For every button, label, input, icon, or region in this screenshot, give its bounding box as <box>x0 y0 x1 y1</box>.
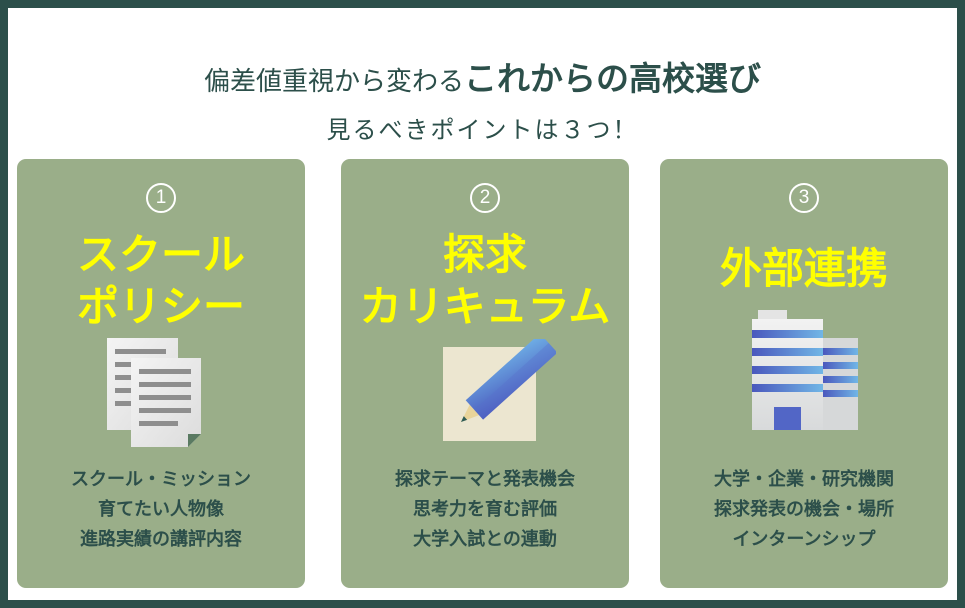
card-external-partnership: 3 外部連携 大学・企業・研究機関 探求発表の機会・場所 インターンシップ <box>660 159 948 588</box>
point-item: インターンシップ <box>732 529 876 550</box>
documents-icon <box>107 338 201 447</box>
card-school-policy: 1 スクール ポリシー スクール・ミッション 育てたい人物像 進路実績の講評内容 <box>17 159 305 588</box>
point-item: 探求テーマと発表機会 <box>395 469 575 490</box>
pencil-paper-icon <box>443 339 556 441</box>
card-title-line: ポリシー <box>76 282 245 331</box>
headline-emphasis: これからの高校選び <box>464 59 761 98</box>
number-badge: 3 <box>789 183 819 213</box>
building-icon <box>752 310 858 430</box>
point-item: 大学入試との連動 <box>413 529 557 550</box>
headline: 偏差値重視から変わるこれからの高校選び <box>0 52 965 100</box>
card-points: 探求テーマと発表機会 思考力を育む評価 大学入試との連動 <box>341 465 629 555</box>
card-points: 大学・企業・研究機関 探求発表の機会・場所 インターンシップ <box>660 465 948 555</box>
point-item: 思考力を育む評価 <box>413 499 557 520</box>
subtitle: 見るべきポイントは３つ！ <box>326 116 639 144</box>
card-inquiry-curriculum: 2 探求 カリキュラム 探求テーマと発表機会 思考力を育む評価 大学入試との連動 <box>341 159 629 588</box>
point-item: 育てたい人物像 <box>98 499 224 520</box>
point-item: 大学・企業・研究機関 <box>714 469 894 490</box>
point-item: スクール・ミッション <box>71 469 251 490</box>
card-title-line: スクール <box>76 230 245 279</box>
point-item: 探求発表の機会・場所 <box>714 499 894 520</box>
card-title-line: 探求 <box>442 230 527 279</box>
card-title-line: カリキュラム <box>359 282 611 331</box>
headline-lead: 偏差値重視から変わる <box>203 67 464 97</box>
number-badge: 2 <box>470 183 500 213</box>
point-item: 進路実績の講評内容 <box>80 529 242 550</box>
card-title-line: 外部連携 <box>719 244 888 293</box>
card-points: スクール・ミッション 育てたい人物像 進路実績の講評内容 <box>17 465 305 555</box>
number-badge: 1 <box>146 183 176 213</box>
